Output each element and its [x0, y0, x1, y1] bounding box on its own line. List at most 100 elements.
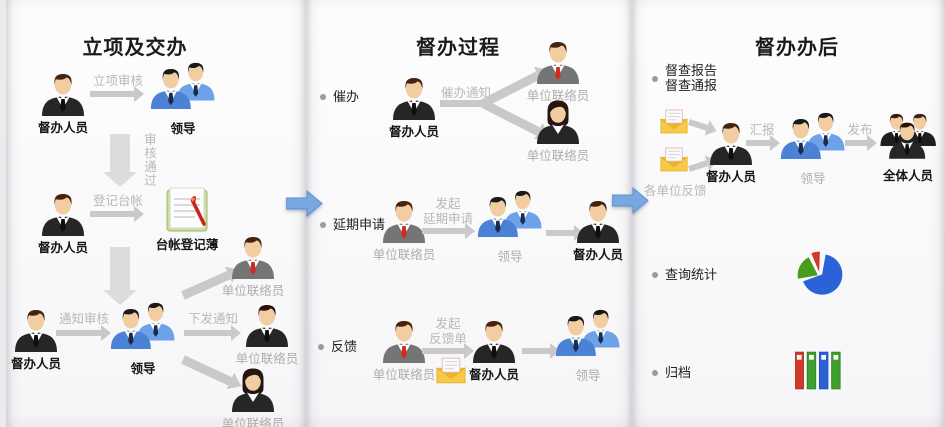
bullet-reports: 督查报告 督查通报	[652, 64, 717, 94]
bullet-label: 查询统计	[665, 268, 718, 283]
figure-label: 单位联络员	[221, 416, 285, 427]
person-black-suit-icon	[12, 306, 60, 352]
person-black-suit-icon	[243, 301, 291, 347]
bullet-label-line1: 督查报告	[665, 64, 718, 79]
arrow-label: 下发通知	[187, 311, 238, 326]
gray-arrow-icon	[845, 135, 877, 151]
gray-arrow-icon	[422, 223, 475, 239]
bullet-dot-icon	[320, 222, 326, 228]
person-black-suit-icon	[390, 74, 438, 120]
person-gray-suit-red-tie-icon	[229, 233, 277, 279]
supervisor-figure: 督办人员	[548, 197, 648, 263]
open-envelope-icon	[436, 357, 466, 384]
person-black-suit-icon	[470, 317, 518, 363]
bullet-statistics: 查询统计	[652, 268, 717, 283]
figure-label: 督办人员	[37, 120, 88, 135]
person-female-black-suit-icon	[229, 366, 277, 412]
arrow-label: 发起 反馈单	[418, 316, 478, 346]
bullet-feedback: 反馈	[318, 340, 357, 355]
arrow-label: 发起 延期申请	[418, 196, 478, 226]
figure-label: 单位联络员	[372, 367, 436, 382]
bullet-label: 督查报告 督查通报	[665, 64, 717, 94]
figure-label: 督办人员	[572, 247, 623, 262]
figure-label: 督办人员	[10, 356, 61, 371]
leader-figure: 领导	[763, 108, 863, 187]
figure-label: 领导	[800, 171, 826, 186]
bullet-dot-icon	[652, 76, 658, 82]
figure-label: 单位联络员	[221, 283, 285, 298]
liaison-figure: 单位联络员	[203, 366, 303, 427]
all-staff-figure: 全体人员	[858, 108, 945, 184]
ledger-figure: 台帐登记薄	[137, 187, 237, 253]
down-arrow-icon	[110, 134, 130, 172]
bullet-label: 归档	[665, 366, 692, 381]
bullet-urge: 催办	[320, 90, 359, 105]
supervisor-figure: 督办人员	[364, 74, 464, 140]
bullet-label: 反馈	[331, 340, 358, 355]
gray-arrow-icon	[440, 100, 486, 107]
supervisor-figure: 督办人员	[444, 317, 544, 383]
arrow-label-line1: 发起	[435, 196, 461, 211]
gray-arrow-icon	[422, 343, 474, 359]
two-person-blue-suit-icon	[553, 305, 623, 364]
three-person-group-icon	[878, 108, 938, 164]
leader-figure: 领导	[93, 298, 193, 377]
bullet-label-line2: 督查通报	[665, 79, 718, 94]
person-gray-suit-red-tie-icon	[534, 38, 582, 84]
gray-arrow-icon	[522, 343, 560, 359]
figure-label: 督办人员	[37, 240, 88, 255]
supervisor-figure: 督办人员	[13, 70, 113, 136]
pie-chart-icon	[793, 246, 847, 302]
notebook-with-pen-icon	[161, 187, 213, 233]
figure-label: 领导	[130, 361, 156, 376]
leader-figure: 领导	[133, 58, 233, 137]
blue-right-arrow-icon	[612, 187, 649, 215]
liaison-figure: 单位联络员	[508, 38, 608, 104]
supervisor-figure: 督办人员	[0, 306, 86, 372]
arrow-label: 登记台帐	[92, 193, 143, 208]
liaison-figure: 单位联络员	[203, 233, 303, 299]
figure-label: 领导	[170, 121, 196, 136]
figure-label: 全体人员	[882, 168, 933, 183]
gray-arrow-icon	[746, 135, 780, 151]
person-black-suit-icon	[39, 70, 87, 116]
figure-label: 单位联络员	[526, 88, 590, 103]
arrow-label: 汇报	[749, 122, 775, 137]
column-title-initiation: 立项及交办	[82, 35, 188, 59]
two-person-blue-suit-icon	[148, 58, 218, 117]
down-arrow-label: 审核通过	[142, 133, 157, 187]
column-title-process: 督办过程	[416, 35, 500, 59]
leader-figure: 领导	[538, 305, 638, 384]
feedback-label: 各单位反馈	[644, 183, 707, 198]
figure-label: 单位联络员	[526, 148, 590, 163]
figure-label: 督办人员	[468, 367, 519, 382]
arrow-label-line2: 反馈单	[429, 330, 467, 346]
leader-figure: 领导	[460, 186, 560, 265]
supervisor-figure: 督办人员	[13, 190, 113, 256]
gray-arrow-icon	[184, 325, 241, 341]
bullet-dot-icon	[652, 370, 658, 376]
gray-arrow-icon	[90, 86, 144, 102]
person-female-black-suit-icon	[534, 98, 582, 144]
panel-initiation	[6, 0, 306, 427]
figure-label: 领导	[575, 368, 601, 383]
arrow-label-line1: 发起	[435, 316, 461, 331]
arrow-label: 通知审核	[58, 311, 109, 326]
gray-arrow-icon	[56, 325, 111, 341]
arrow-label: 发布	[847, 122, 873, 137]
figure-label: 单位联络员	[372, 247, 436, 262]
panel-post	[632, 0, 945, 427]
figure-label: 领导	[497, 249, 523, 264]
supervisor-figure: 督办人员	[681, 119, 781, 185]
book-spines-icon	[795, 351, 842, 390]
open-envelope-icon	[660, 147, 688, 172]
arrow-label: 催办通知	[440, 85, 491, 100]
liaison-figure: 单位联络员	[354, 197, 454, 263]
down-arrow-icon	[110, 247, 130, 290]
gray-arrow-icon	[90, 206, 144, 222]
figure-label: 督办人员	[705, 169, 756, 184]
figure-label: 督办人员	[388, 124, 439, 139]
bullet-dot-icon	[320, 94, 326, 100]
bullet-label: 延期申请	[333, 218, 386, 233]
